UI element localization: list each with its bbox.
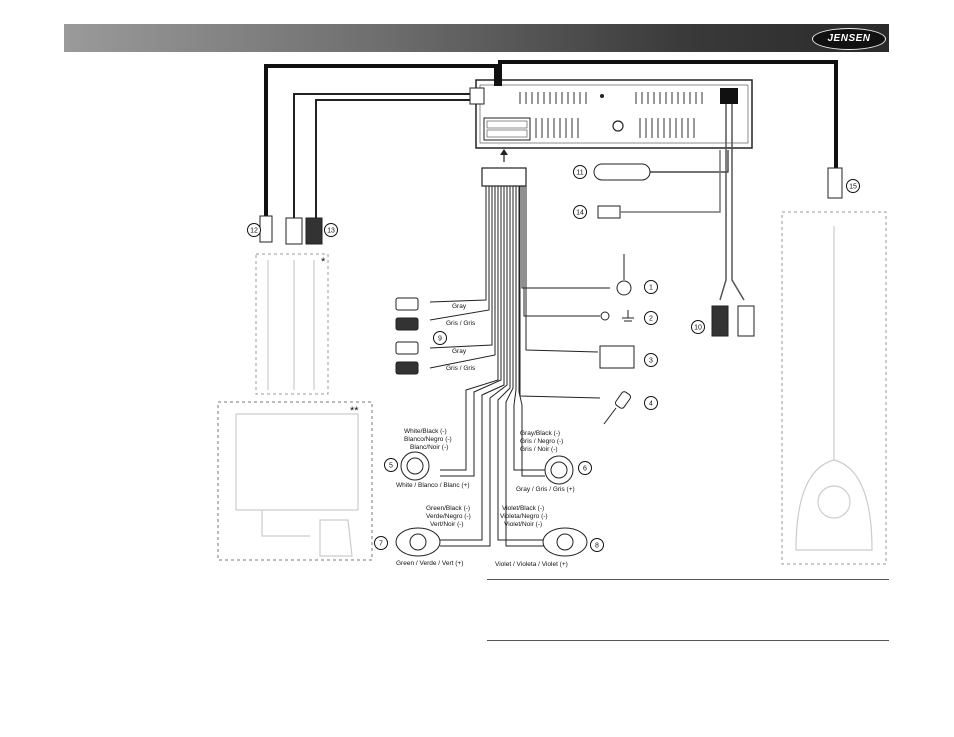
speaker-5 [400, 451, 430, 481]
label-green-neg-en: Green/Black (-) [426, 505, 470, 512]
callout-3: 3 [649, 358, 653, 365]
antenna-icon [616, 254, 632, 296]
thick-cables [264, 60, 838, 218]
speaker-7 [395, 527, 441, 557]
label-violet-pos: Violet / Violeta / Violet (+) [495, 561, 568, 568]
callout-15: 15 [849, 184, 857, 191]
callout-7: 7 [379, 541, 383, 548]
label-gray-bottom: Gray [452, 348, 467, 355]
label-white-pos: White / Blanco / Blanc (+) [396, 482, 470, 489]
rca-output-cables [293, 93, 484, 220]
rca-connectors [395, 297, 419, 375]
label-violet-neg-en: Violet/Black (-) [502, 505, 544, 512]
dashed-box-optional-1 [255, 253, 329, 395]
label-gris-bottom: Gris / Gris [446, 365, 476, 372]
callout-2: 2 [649, 316, 653, 323]
speaker-6 [544, 455, 574, 485]
divider-bottom [487, 640, 889, 641]
rca-output-10 [719, 104, 745, 301]
header-bar [64, 24, 889, 52]
microphone-plug [827, 167, 843, 199]
optional-marker-single: * [321, 256, 326, 268]
battery-icon [599, 345, 635, 369]
callout-1: 1 [649, 285, 653, 292]
label-green-neg-es: Verde/Negro (-) [426, 513, 471, 520]
component-12-13 [259, 215, 323, 245]
callout-12: 12 [250, 228, 258, 235]
head-unit [475, 79, 753, 149]
harness-wires [429, 186, 610, 547]
label-violet-neg-fr: Violet/Noir (-) [504, 521, 542, 528]
label-green-neg-fr: Vert/Noir (-) [430, 521, 464, 528]
label-gray-neg-es: Gris / Negro (-) [520, 438, 563, 445]
callout-9: 9 [438, 336, 442, 343]
label-gray-neg-en: Gray/Black (-) [520, 430, 560, 437]
wiring-harness-connector [481, 149, 527, 187]
callout-6: 6 [583, 466, 587, 473]
label-gray-pos: Gray / Gris / Gris (+) [516, 486, 575, 493]
ground-icon [600, 310, 634, 322]
speaker-8 [542, 527, 588, 557]
callout-5: 5 [389, 463, 393, 470]
label-green-pos: Green / Verde / Vert (+) [396, 560, 463, 567]
callout-10: 10 [694, 325, 702, 332]
label-gray-top: Gray [452, 303, 467, 310]
component-11-14 [593, 150, 729, 219]
divider-top [487, 579, 889, 580]
jensen-logo: JENSEN [812, 28, 886, 50]
callout-14: 14 [576, 210, 584, 217]
callout-11: 11 [576, 170, 583, 177]
label-gris-top: Gris / Gris [446, 320, 476, 327]
label-white-neg-en: White/Black (-) [404, 428, 447, 435]
label-white-neg-fr: Blanc/Noir (-) [410, 444, 448, 451]
callout-8: 8 [595, 543, 599, 550]
label-gray-neg-fr: Gris / Noir (-) [520, 446, 558, 453]
label-white-neg-es: Blanco/Negro (-) [404, 436, 452, 443]
label-violet-neg-es: Violeta/Negro (-) [500, 513, 548, 520]
callout-4: 4 [649, 401, 653, 408]
optional-marker-double: ** [350, 405, 359, 417]
ignition-key-icon [603, 391, 632, 425]
callout-13: 13 [327, 228, 335, 235]
